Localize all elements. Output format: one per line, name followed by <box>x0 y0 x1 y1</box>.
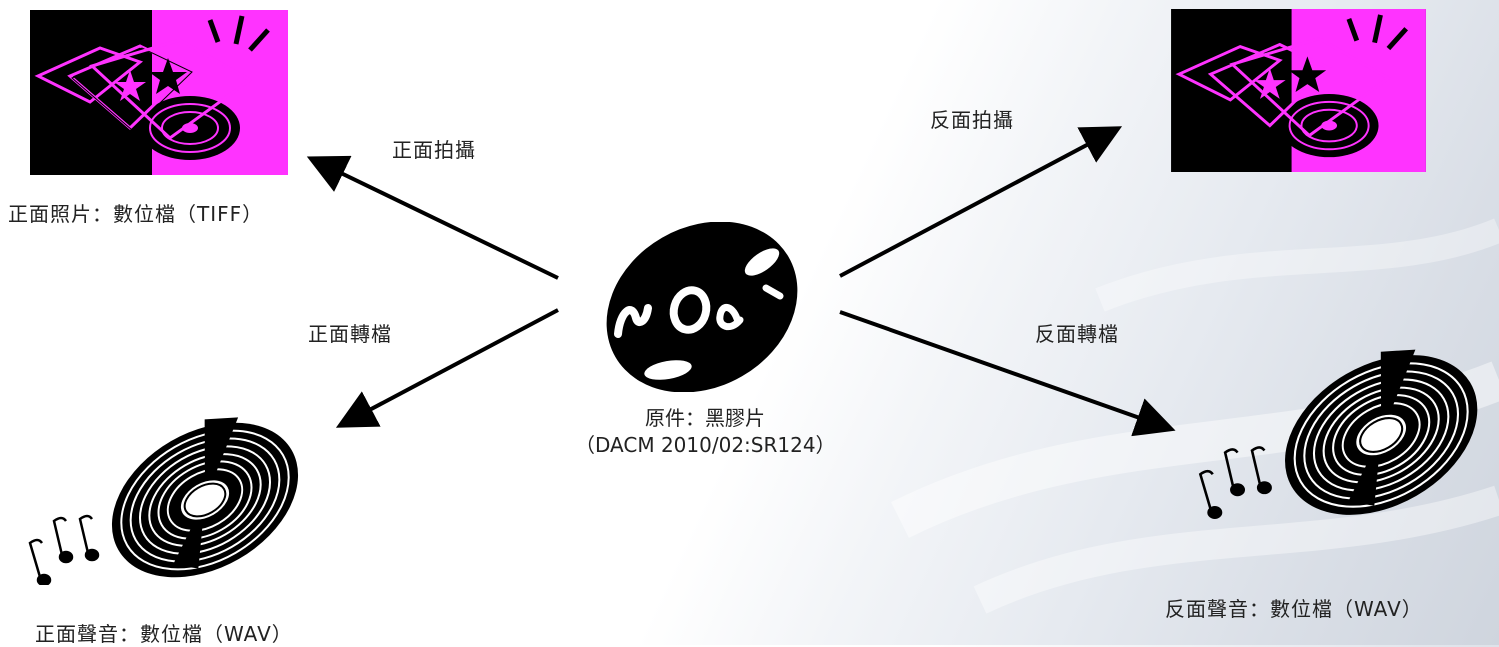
node-label-back-audio: 反面聲音：數位檔（WAV） <box>1165 597 1423 621</box>
audio-record-icon <box>28 417 299 585</box>
edge-label-front-photo: 正面拍攝 <box>392 138 476 162</box>
node-label-front-audio: 正面聲音：數位檔（WAV） <box>35 622 293 646</box>
vinyl-record-icon <box>606 222 798 392</box>
photo-cd-icon <box>30 10 288 175</box>
node-label-center: 原件：黑膠片 （DACM 2010/02:SR124） <box>575 405 836 459</box>
arrow-back-photo <box>839 126 1123 278</box>
center-title: 原件：黑膠片 <box>645 406 765 430</box>
node-label-front-photo: 正面照片：數位檔（TIFF） <box>8 202 264 226</box>
edge-label-back-transfer: 反面轉檔 <box>1035 322 1119 346</box>
audio-record-icon <box>1198 349 1478 519</box>
edge-label-back-photo: 反面拍攝 <box>930 108 1014 132</box>
arrow-front-transfer <box>335 308 559 428</box>
center-code: （DACM 2010/02:SR124） <box>575 433 836 457</box>
arrow-back-transfer <box>839 310 1176 437</box>
arrow-front-photo <box>306 155 559 280</box>
edge-label-front-transfer: 正面轉檔 <box>308 322 392 346</box>
photo-cd-icon <box>1171 9 1426 172</box>
